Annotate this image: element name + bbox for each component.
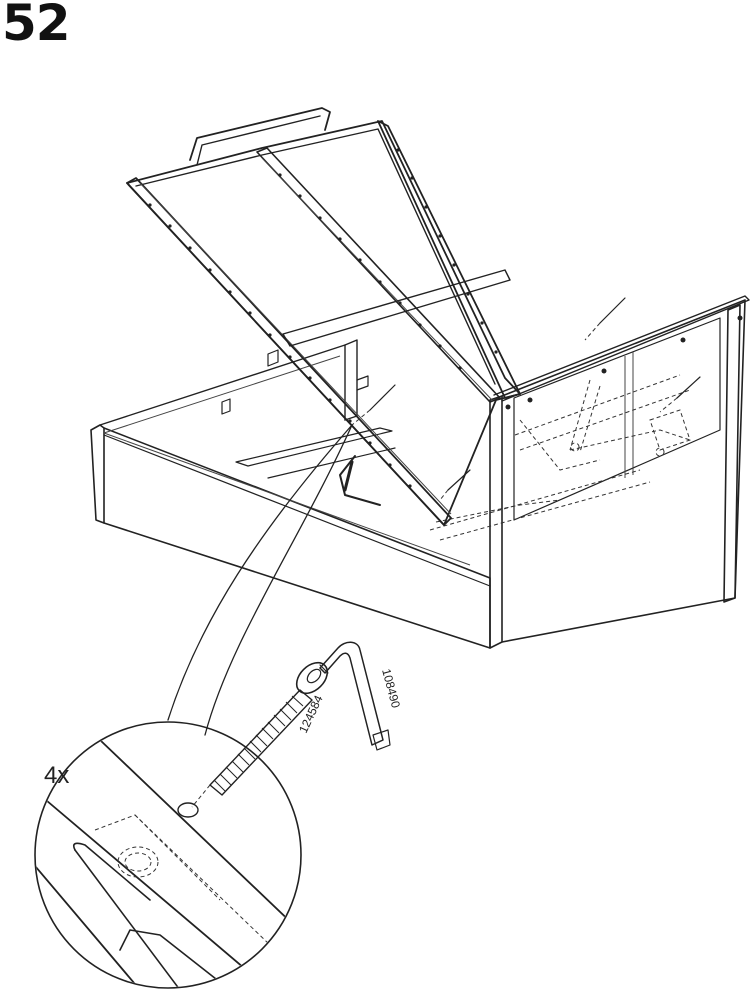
bed-base-frame — [90, 295, 750, 649]
bolt-124584 — [191, 661, 329, 808]
lifted-slatted-frame — [126, 107, 521, 526]
detail-callout — [34, 424, 353, 989]
screw-part-number: 124584 — [296, 693, 326, 736]
step-number: 52 — [2, 0, 71, 52]
detail-view — [36, 739, 300, 987]
gas-lift-mechanism — [339, 374, 691, 541]
key-part-number: 108490 — [379, 667, 403, 710]
screw-positions — [351, 297, 701, 501]
hex-key-108490 — [319, 641, 391, 751]
quantity-label: 4x — [44, 762, 69, 789]
